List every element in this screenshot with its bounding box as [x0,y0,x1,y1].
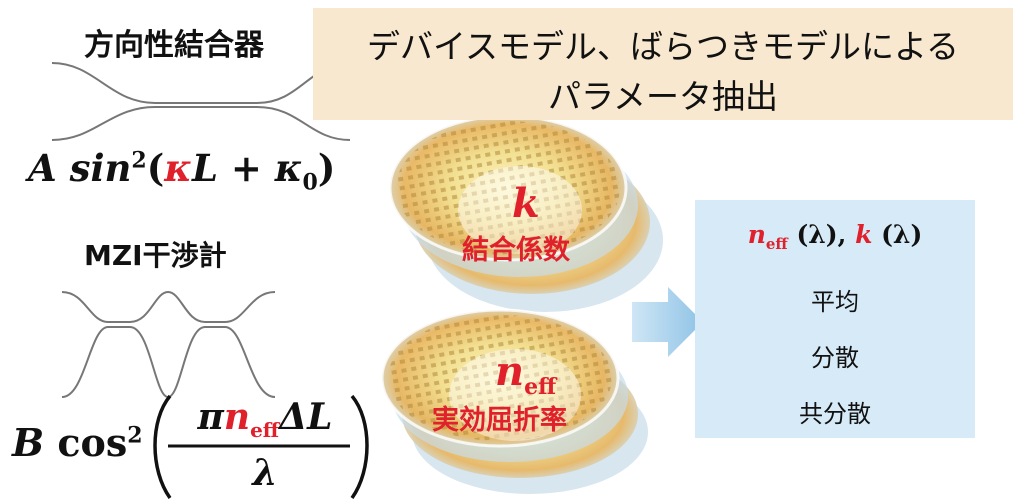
result-lam2: (λ) [872,220,923,249]
formula-cos: cos [57,420,128,465]
result-item-covariance: 共分散 [799,400,871,428]
right-arrow-icon [632,287,703,357]
wafer-top-label: 結合係数 [462,235,570,266]
mzi-waveguide [61,290,276,399]
result-item-mean: 平均 [811,288,859,316]
mzi-formula-denominator: λ [180,452,350,494]
directional-coupler-heading: 方向性結合器 [84,28,264,63]
formula-l: L [191,146,218,190]
wafer-stack-bottom [380,308,648,494]
result-item-variance: 分散 [811,344,859,372]
banner-line-1: デバイスモデル、ばらつきモデルによる [366,27,960,66]
formula-n-sub: eff [250,418,280,443]
formula-sin-exp: 2 [131,147,147,174]
formula-kappa0-sub: 0 [302,169,318,196]
wafer-bottom-label: 実効屈折率 [432,405,567,436]
formula-b: B [12,420,45,465]
mzi-formula-lead: B cos2 [12,420,143,465]
result-params: neff (λ), k (λ) [695,220,975,253]
directional-coupler-formula: A sin2(κL + κ0) [28,146,335,195]
wafer-top-symbol: k [512,180,540,227]
formula-pi: π [197,396,224,438]
formula-kappa0: κ [274,146,303,190]
wafer-stack-top [388,114,663,312]
result-n: n [747,220,766,249]
formula-kappa: κ [164,146,192,190]
formula-lambda: λ [252,452,278,494]
formula-plus: + [230,146,262,190]
wafer-bottom-symbol-sub: eff [524,374,557,400]
mzi-heading: MZI干渉計 [84,239,227,272]
result-lam1: (λ), [787,220,856,249]
result-k: k [855,220,873,249]
formula-n: n [223,396,251,438]
formula-dl: ΔL [279,396,333,438]
banner-line-2: パラメータ抽出 [547,77,778,116]
formula-cos-exp: 2 [127,422,143,449]
result-n-sub: eff [765,235,788,253]
wafer-bottom-symbol: neff [495,348,557,400]
formula-open: ( [146,146,165,190]
formula-sin: sin [69,146,132,190]
mzi-formula-numerator: πneffΔL [180,396,350,442]
result-box: neff (λ), k (λ) 平均 分散 共分散 [695,200,975,438]
right-paren [350,394,369,500]
directional-coupler-waveguide [51,62,351,141]
title-banner: デバイスモデル、ばらつきモデルによる パラメータ抽出 [313,8,1013,120]
formula-a: A [28,146,57,190]
left-paren [153,394,172,500]
formula-close: ) [317,146,336,190]
